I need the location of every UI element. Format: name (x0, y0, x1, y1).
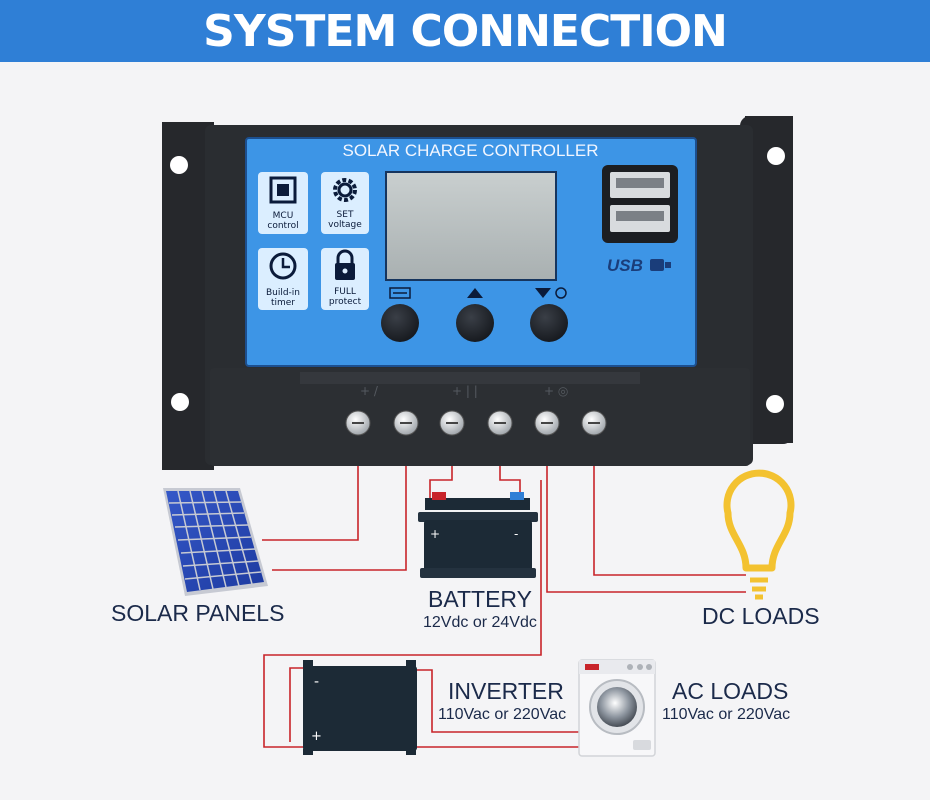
feature-line: voltage (328, 220, 362, 230)
ac-loads-label: AC LOADS (672, 678, 789, 704)
svg-text:-: - (514, 527, 518, 541)
inverter-label: INVERTER (448, 678, 564, 704)
solar-panel-icon (163, 488, 268, 596)
wire-load-positive (546, 430, 746, 593)
feature-line: Build-in (265, 288, 301, 298)
feature-line: MCU (272, 211, 294, 221)
usb-label: USB (607, 256, 643, 275)
battery-label: BATTERY (428, 586, 532, 612)
page-title: SYSTEM CONNECTION (203, 5, 728, 57)
dc-loads-label: DC LOADS (702, 603, 820, 629)
wire-solar-positive (262, 430, 359, 541)
solar-panels-label: SOLAR PANELS (111, 600, 285, 626)
feature-tile-set (321, 172, 369, 234)
controller-button-menu (381, 304, 419, 342)
gear-icon (333, 178, 357, 202)
lock-icon (335, 249, 355, 280)
svg-text:+ /: + / (360, 384, 379, 398)
svg-text:+: + (311, 729, 322, 744)
usb-logo-icon (650, 259, 671, 271)
terminal-screws (345, 410, 607, 436)
controller-button-up (456, 304, 494, 342)
feature-line: FULL (334, 287, 356, 297)
mount-hole (767, 147, 785, 165)
battery-icon: + - (418, 492, 538, 578)
feature-line: control (267, 221, 299, 231)
feature-line: protect (328, 297, 362, 307)
wire-solar-negative (272, 430, 407, 571)
feature-label-set: SET voltage (321, 210, 369, 230)
header-banner: SYSTEM CONNECTION (0, 0, 930, 62)
svg-text:+: + (430, 527, 440, 541)
wires (262, 430, 746, 748)
feature-label-timer: Build-in timer (258, 288, 308, 308)
washing-machine-icon (578, 659, 656, 757)
svg-text:+ ◎: + ◎ (544, 384, 568, 398)
menu-icon (389, 287, 411, 299)
svg-text:-: - (314, 674, 319, 690)
charge-controller: + / + | | + ◎ (162, 116, 793, 470)
mount-hole (170, 156, 188, 174)
svg-text:+ | |: + | | (452, 384, 478, 398)
mount-hole (766, 395, 784, 413)
controller-button-down (530, 304, 568, 342)
wire-inverter-neg (289, 667, 305, 742)
terminal-block (210, 368, 750, 466)
feature-line: timer (270, 298, 296, 308)
mount-hole (171, 393, 189, 411)
feature-label-mcu: MCU control (258, 211, 308, 231)
feature-line: SET (336, 210, 354, 220)
wire-load-negative (593, 430, 746, 576)
clock-icon (269, 252, 297, 280)
lcd-screen (385, 171, 557, 281)
wire-inverter-to-battery (263, 480, 542, 748)
chip-icon (269, 176, 297, 204)
inverter-spec: 110Vac or 220Vac (438, 706, 567, 723)
battery-spec: 12Vdc or 24Vdc (423, 614, 537, 631)
controller-title: SOLAR CHARGE CONTROLLER (342, 141, 599, 160)
down-icon (535, 287, 567, 299)
wire-inverter-ac-top (415, 669, 582, 733)
up-icon (467, 288, 483, 298)
feature-label-protect: FULL protect (321, 287, 369, 307)
ac-loads-spec: 110Vac or 220Vac (662, 706, 791, 723)
light-bulb-icon (723, 469, 795, 600)
inverter-icon: - + (303, 660, 417, 755)
